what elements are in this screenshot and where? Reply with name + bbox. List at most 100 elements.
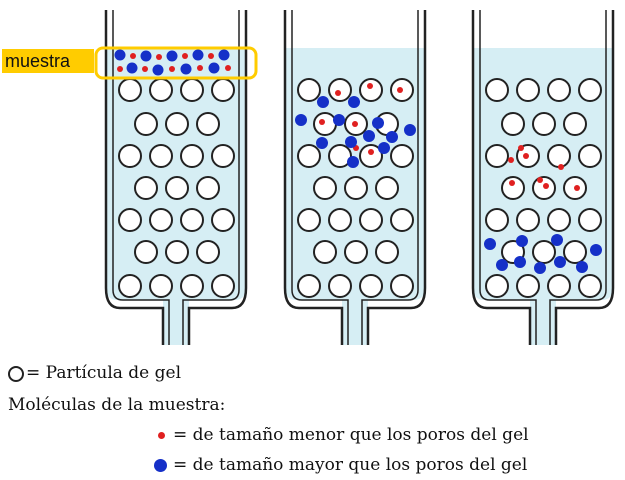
- gel-particle: [134, 176, 158, 200]
- small-molecule: [508, 157, 514, 163]
- small-molecule: [197, 65, 203, 71]
- gel-particle: [196, 176, 220, 200]
- gel-particle: [165, 112, 189, 136]
- large-molecule: [514, 256, 526, 268]
- column-2-wall: [283, 10, 427, 345]
- gel-particle: [180, 208, 204, 232]
- gel-particle: [118, 274, 142, 298]
- small-molecule: [117, 66, 123, 72]
- large-molecule: [590, 244, 602, 256]
- large-molecule: [192, 49, 204, 61]
- small-molecule: [537, 177, 543, 183]
- small-molecule: [397, 87, 403, 93]
- large-molecule: [372, 117, 384, 129]
- gel-particle: [516, 78, 540, 102]
- gel-particle: [180, 78, 204, 102]
- large-molecule: [208, 62, 220, 74]
- large-molecule: [317, 96, 329, 108]
- gel-particle: [134, 240, 158, 264]
- large-molecule: [345, 136, 357, 148]
- gel-particle: [313, 112, 337, 136]
- gel-particle: [485, 208, 509, 232]
- gel-particle: [328, 144, 352, 168]
- gel-particle: [134, 112, 158, 136]
- gel-particle: [196, 240, 220, 264]
- large-molecule: [386, 131, 398, 143]
- large-molecule: [295, 114, 307, 126]
- small-molecule: [367, 83, 373, 89]
- column-2-inner-wall: [291, 10, 419, 345]
- gel-particle: [547, 274, 571, 298]
- gel-particle: [485, 274, 509, 298]
- gel-particle: [328, 78, 352, 102]
- gel-particle: [149, 208, 173, 232]
- legend-small-molecule: = de tamaño menor que los poros del gel: [158, 425, 529, 445]
- gel-particle: [390, 208, 414, 232]
- gel-particle: [485, 144, 509, 168]
- gel-particle: [501, 176, 525, 200]
- gel-particle: [578, 78, 602, 102]
- sample-highlight-box: [94, 46, 258, 80]
- large-molecule: [333, 114, 345, 126]
- column-1-inner-wall: [112, 10, 240, 345]
- gel-particle: [149, 78, 173, 102]
- small-molecule: [523, 153, 529, 159]
- large-molecule: [378, 142, 390, 154]
- gel-particle: [328, 274, 352, 298]
- small-molecule: [335, 90, 341, 96]
- gel-particle: [211, 78, 235, 102]
- gel-particle: [578, 274, 602, 298]
- gel-particle: [359, 208, 383, 232]
- gel-particle: [180, 144, 204, 168]
- gel-particle: [578, 144, 602, 168]
- gel-particle: [375, 176, 399, 200]
- small-molecule: [156, 54, 162, 60]
- gel-particle: [313, 240, 337, 264]
- gel-particle: [485, 78, 509, 102]
- small-molecule: [130, 53, 136, 59]
- gel-particle: [297, 208, 321, 232]
- gel-particle: [547, 144, 571, 168]
- legend-gel-particle: = Partícula de gel: [8, 363, 181, 383]
- large-molecule: [348, 96, 360, 108]
- large-molecule: [166, 50, 178, 62]
- gel-particle: [196, 112, 220, 136]
- legend-large-text: = de tamaño mayor que los poros del gel: [173, 455, 528, 475]
- small-molecule: [368, 149, 374, 155]
- gel-particle: [547, 208, 571, 232]
- gel-particle: [578, 208, 602, 232]
- gel-particle: [563, 112, 587, 136]
- large-molecule: [152, 64, 164, 76]
- gel-particle: [149, 274, 173, 298]
- gel-particle: [375, 240, 399, 264]
- gel-particle: [118, 78, 142, 102]
- gel-particle: [297, 78, 321, 102]
- gel-particle-symbol-icon: [8, 365, 24, 382]
- gel-particle: [532, 240, 556, 264]
- large-molecule: [534, 262, 546, 274]
- small-molecule: [319, 119, 325, 125]
- gel-particle: [359, 78, 383, 102]
- gel-particle: [563, 240, 587, 264]
- large-molecule: [551, 234, 563, 246]
- large-molecule: [484, 238, 496, 250]
- gel-particle: [516, 208, 540, 232]
- gel-particle: [359, 274, 383, 298]
- small-molecule: [208, 53, 214, 59]
- gel-particle: [118, 144, 142, 168]
- small-molecule: [169, 66, 175, 72]
- small-molecule: [558, 164, 564, 170]
- muestra-label: muestra: [2, 49, 94, 73]
- large-molecule: [316, 137, 328, 149]
- gel-particle: [344, 240, 368, 264]
- gel-particle: [165, 176, 189, 200]
- gel-particle: [313, 176, 337, 200]
- gel-particle: [149, 144, 173, 168]
- gel-particle: [390, 274, 414, 298]
- large-molecule-symbol-icon: [154, 459, 167, 472]
- gel-particle: [501, 112, 525, 136]
- small-molecule: [518, 145, 524, 151]
- gel-particle: [211, 208, 235, 232]
- large-molecule: [126, 62, 138, 74]
- small-molecule: [509, 180, 515, 186]
